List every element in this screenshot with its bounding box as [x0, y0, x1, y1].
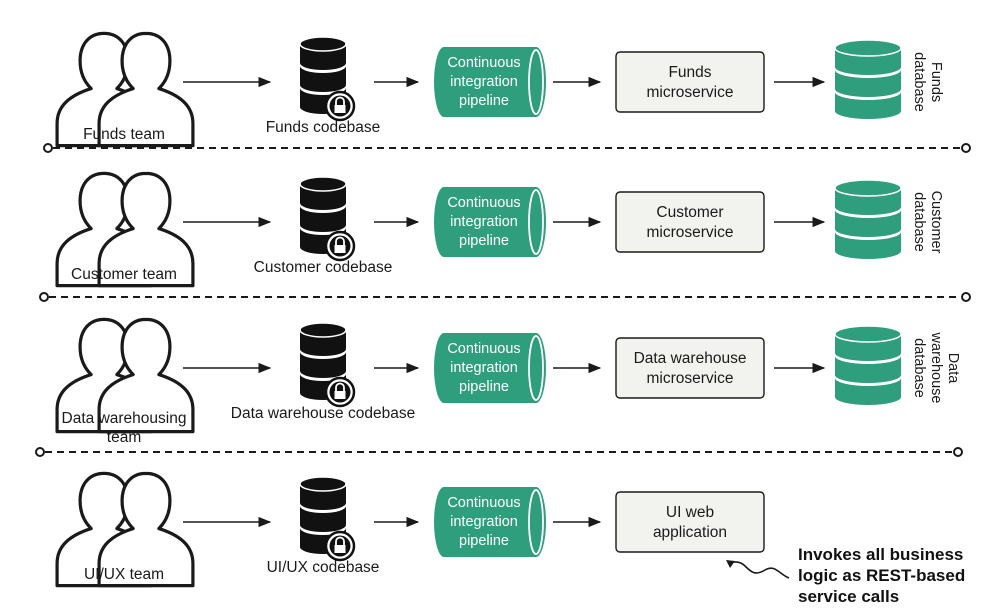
- team-people-icon: [55, 31, 195, 148]
- service-label: application: [653, 524, 727, 541]
- team-people-icon: [55, 471, 195, 588]
- pipeline-cylinder-icon: [434, 487, 546, 557]
- team-people-icon: [55, 317, 195, 434]
- codebase-locked-database-icon: [299, 36, 356, 122]
- note-text: logic as REST-based: [798, 566, 965, 585]
- pipeline-cylinder-icon: [434, 47, 546, 117]
- note-text: Invokes all business: [798, 545, 963, 564]
- pipeline-label: integration: [450, 514, 518, 530]
- codebase-locked-database-icon: [299, 322, 356, 408]
- team-label: UI/UX team: [84, 566, 164, 583]
- service-box: [615, 337, 765, 399]
- pipeline-label: Continuous: [447, 495, 520, 511]
- row-divider: [43, 143, 971, 153]
- codebase-label: Funds codebase: [266, 119, 381, 136]
- pipeline-label: pipeline: [459, 233, 509, 249]
- service-box: [615, 491, 765, 553]
- pipeline-cylinder-icon: [434, 333, 546, 403]
- codebase-locked-database-icon: [299, 176, 356, 262]
- note-text: service calls: [798, 587, 899, 606]
- pipeline-label: pipeline: [459, 533, 509, 549]
- service-label: microservice: [647, 224, 734, 241]
- row-1: Funds team Funds codebase Continuous integr…: [55, 31, 944, 148]
- pipeline-label: integration: [450, 74, 518, 90]
- row-4: UI/UX team UI/UX codebase Continuous integr…: [55, 471, 765, 588]
- database-label-line: database: [911, 52, 927, 112]
- codebase-locked-database-icon: [299, 476, 356, 562]
- note-callout-line: [730, 561, 790, 579]
- database-label-line: Data: [945, 353, 961, 385]
- dividers-layer: [35, 143, 971, 457]
- codebase-label: UI/UX codebase: [267, 559, 380, 576]
- pipeline-label: integration: [450, 214, 518, 230]
- team-label: team: [107, 429, 141, 446]
- service-label: Customer: [656, 204, 723, 221]
- service-label: UI web: [666, 504, 714, 521]
- database-icon: [834, 179, 902, 259]
- database-icon: [834, 39, 902, 119]
- database-label-line: Funds: [928, 62, 944, 102]
- pipeline-label: pipeline: [459, 379, 509, 395]
- database-label-line: warehouse: [928, 332, 944, 404]
- database-label-line: database: [911, 192, 927, 252]
- pipeline-cylinder-icon: [434, 187, 546, 257]
- pipeline-label: pipeline: [459, 93, 509, 109]
- service-label: microservice: [647, 84, 734, 101]
- pipeline-label: integration: [450, 360, 518, 376]
- codebase-label: Customer codebase: [254, 259, 393, 276]
- team-label: Customer team: [71, 266, 177, 283]
- row-3: Data warehousing team Data warehouse codeb…: [55, 317, 961, 446]
- database-icon: [834, 325, 902, 405]
- row-2: Customer team Customer codebase Continuous…: [55, 171, 944, 288]
- database-label-line: database: [911, 338, 927, 398]
- team-people-icon: [55, 171, 195, 288]
- team-label: Funds team: [83, 126, 165, 143]
- note-layer: Invokes all business logic as REST-based s…: [726, 545, 965, 606]
- pipeline-label: Continuous: [447, 55, 520, 71]
- pipeline-label: Continuous: [447, 341, 520, 357]
- row-divider: [35, 447, 963, 457]
- service-box: [615, 191, 765, 253]
- database-label-line: Customer: [928, 191, 944, 254]
- service-label: Funds: [668, 64, 711, 81]
- team-label: Data warehousing: [62, 410, 187, 427]
- note-callout-arrowhead: [726, 560, 735, 568]
- service-label: microservice: [647, 370, 734, 387]
- pipeline-label: Continuous: [447, 195, 520, 211]
- row-divider: [39, 292, 971, 302]
- service-box: [615, 51, 765, 113]
- service-label: Data warehouse: [634, 350, 747, 367]
- codebase-label: Data warehouse codebase: [231, 405, 415, 422]
